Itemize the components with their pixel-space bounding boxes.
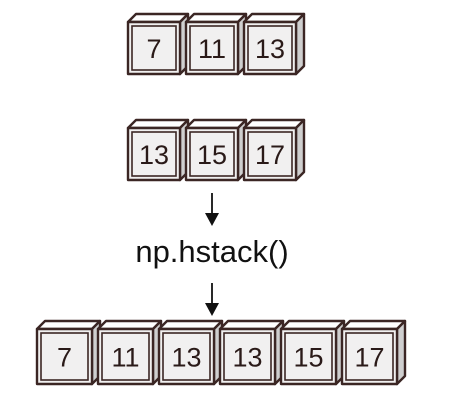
- array-cell: 15: [184, 118, 248, 182]
- cell-value: 13: [139, 140, 169, 170]
- array-cell: 11: [184, 12, 248, 76]
- cell-value: 7: [57, 343, 72, 373]
- operation-label: np.hstack(): [135, 234, 288, 269]
- cell-value: 15: [197, 140, 227, 170]
- array-cell: 13: [157, 319, 224, 386]
- cell-value: 15: [293, 343, 323, 373]
- cell-value: 17: [255, 140, 285, 170]
- input-array-b: 13 15 17: [126, 118, 306, 182]
- array-cell: 13: [218, 319, 285, 386]
- cell-value: 13: [171, 343, 201, 373]
- array-cell: 11: [96, 319, 163, 386]
- array-cell: 13: [242, 12, 306, 76]
- input-array-a: 7 11 13: [126, 12, 306, 76]
- cell-value: 7: [146, 34, 161, 64]
- arrow-down-icon: [205, 283, 219, 316]
- cell-value: 11: [111, 343, 139, 373]
- result-array: 7 11 13 13 15 17: [35, 319, 407, 386]
- array-cell: 17: [340, 319, 407, 386]
- array-cell: 15: [279, 319, 346, 386]
- arrow-down-icon: [205, 193, 219, 226]
- array-cell: 17: [242, 118, 306, 182]
- array-cell: 13: [126, 118, 190, 182]
- cell-value: 17: [354, 343, 384, 373]
- cell-value: 11: [198, 34, 226, 64]
- array-cell: 7: [126, 12, 190, 76]
- cell-value: 13: [255, 34, 285, 64]
- array-cell: 7: [35, 319, 102, 386]
- cell-value: 13: [232, 343, 262, 373]
